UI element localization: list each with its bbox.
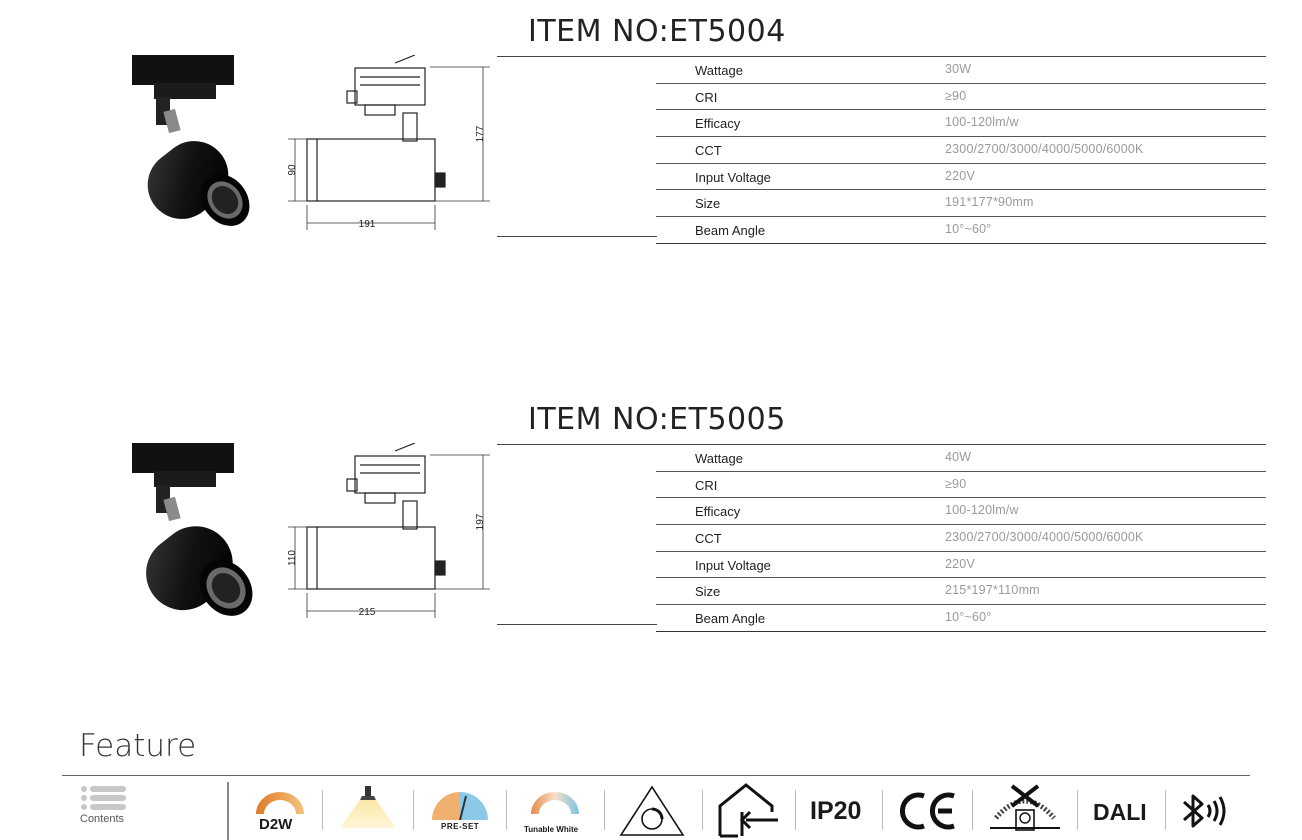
product-photo	[132, 55, 250, 226]
divider	[1077, 790, 1078, 830]
dim-diameter: 110	[287, 550, 298, 566]
item-title: ITEM NO:ET5005	[528, 402, 786, 437]
no-insulation-cover-icon	[990, 784, 1060, 831]
preset-icon	[432, 792, 488, 820]
feature-rule	[62, 775, 1250, 776]
divider	[506, 790, 507, 830]
downlight-icon	[340, 786, 396, 828]
item-title: ITEM NO:ET5004	[528, 14, 786, 49]
divider	[227, 782, 229, 840]
technical-drawing: 215 197 110	[287, 443, 490, 618]
divider	[1165, 790, 1166, 830]
ce-mark-icon	[900, 792, 955, 830]
contents-label[interactable]: Contents	[80, 813, 125, 825]
preset-label: PRE-SET	[441, 822, 480, 831]
dim-height: 197	[475, 513, 486, 530]
bluetooth-icon	[1183, 794, 1226, 828]
bottom-rule	[497, 624, 657, 625]
title-rule	[497, 444, 1266, 445]
spec-row: CRI≥90	[656, 84, 1266, 111]
d2w-label: D2W	[259, 816, 293, 833]
d2w-icon	[256, 792, 304, 814]
ip-rating-icon: IP20	[810, 797, 862, 825]
feature-title: Feature	[79, 728, 197, 764]
divider	[795, 790, 796, 830]
spec-row: CRI≥90	[656, 472, 1266, 499]
divider	[604, 790, 605, 830]
dim-height: 177	[475, 125, 486, 142]
divider	[322, 790, 323, 830]
title-rule	[497, 56, 1266, 57]
tunable-white-icon	[531, 792, 579, 814]
divider	[882, 790, 883, 830]
indoor-use-icon	[718, 783, 778, 838]
dim-width: 215	[359, 607, 376, 618]
dim-diameter: 90	[287, 164, 298, 176]
divider	[972, 790, 973, 830]
tunable-white-label: Tunable White	[524, 825, 579, 834]
dali-icon: DALI	[1093, 799, 1147, 825]
dimmer-triangle-icon	[619, 785, 685, 836]
contents-list-icon[interactable]	[80, 785, 128, 811]
product-photo	[132, 443, 253, 616]
bottom-rule	[497, 236, 657, 237]
technical-drawing: 191 177 90	[287, 55, 490, 230]
divider	[702, 790, 703, 830]
dim-width: 191	[359, 219, 376, 230]
divider	[413, 790, 414, 830]
